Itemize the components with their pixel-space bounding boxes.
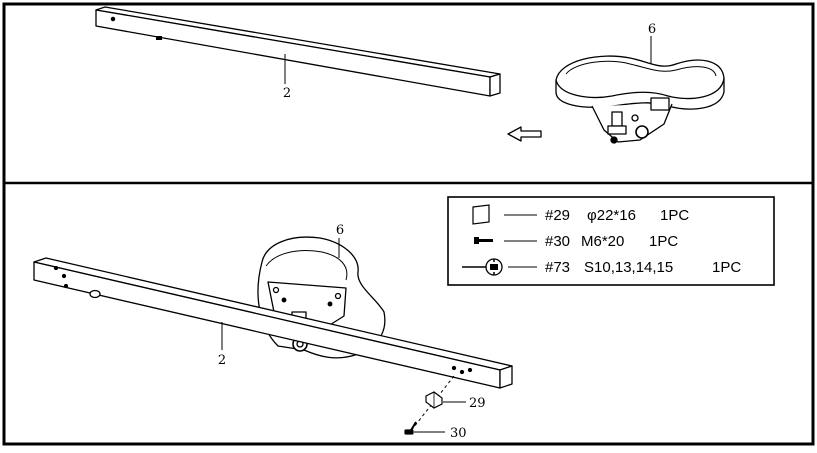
wrench-icon: [462, 258, 503, 276]
square-cap-icon: [472, 204, 490, 225]
legend-qty-73: 1PC: [712, 259, 741, 276]
bolt-icon: [474, 237, 493, 244]
legend-code-30: #30: [545, 233, 570, 250]
lower-panel: 6 2 29 30: [33, 196, 775, 441]
lower-cap-label: 29: [469, 396, 486, 411]
parts-legend: #29 φ22*16 1PC #30 M6*20 1PC: [447, 196, 775, 286]
legend-spec-29: φ22*16: [587, 207, 636, 224]
legend-box: [447, 196, 775, 286]
lower-cap: [425, 391, 443, 409]
legend-spec-73: S10,13,14,15: [584, 259, 673, 276]
legend-qty-29: 1PC: [660, 207, 689, 224]
lower-bolt: [404, 421, 417, 435]
lower-bolt-label: 30: [450, 426, 467, 441]
lower-beam: [33, 257, 513, 389]
lower-seat-label: 6: [336, 223, 344, 238]
direction-arrow-icon: [507, 126, 542, 142]
lower-beam-label: 2: [218, 353, 226, 368]
legend-code-73: #73: [545, 259, 570, 276]
upper-beam-label: 2: [283, 86, 291, 101]
legend-qty-30: 1PC: [649, 233, 678, 250]
upper-seat-label: 6: [648, 22, 656, 37]
upper-beam: [95, 6, 501, 97]
upper-seat: [555, 55, 725, 144]
legend-spec-30: M6*20: [581, 233, 624, 250]
upper-panel: 2 6: [95, 6, 725, 144]
legend-code-29: #29: [545, 207, 570, 224]
legend-row-30: #30 M6*20 1PC: [474, 233, 678, 250]
legend-row-29: #29 φ22*16 1PC: [472, 204, 689, 225]
legend-row-73: #73 S10,13,14,15 1PC: [462, 258, 741, 276]
